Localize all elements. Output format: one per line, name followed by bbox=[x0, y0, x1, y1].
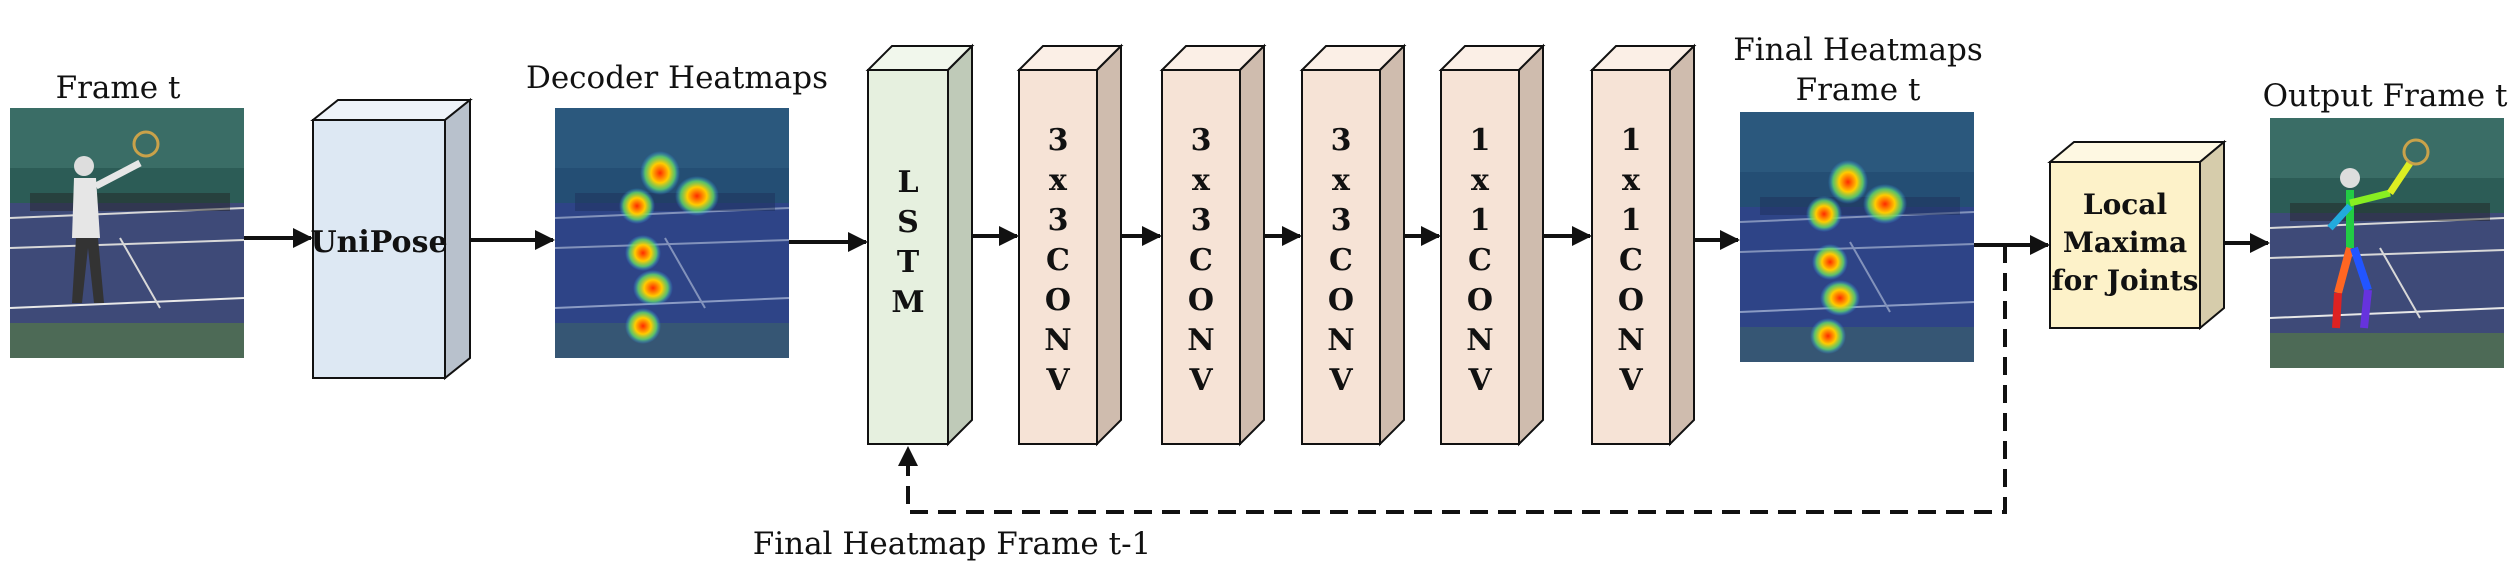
decoder-heatmaps-image bbox=[554, 107, 790, 359]
conv-char: 3 bbox=[1191, 203, 1212, 238]
conv-char: V bbox=[1188, 363, 1213, 398]
conv-char: 3 bbox=[1331, 203, 1352, 238]
conv-block-3: 3 x 3 C O N V bbox=[1299, 43, 1407, 447]
lstm-letter: L bbox=[897, 165, 918, 200]
local-maxima-label-line: Maxima bbox=[2063, 226, 2187, 259]
local-maxima-block: Local Maxima for Joints bbox=[2047, 139, 2227, 331]
unipose-label: UniPose bbox=[310, 225, 447, 260]
skeleton-overlay bbox=[2327, 138, 2430, 329]
final-heatmaps-image bbox=[1739, 111, 1975, 363]
output-frame-image bbox=[2269, 117, 2505, 369]
heatmap-blobs bbox=[619, 151, 719, 344]
conv-char: O bbox=[1188, 283, 1214, 318]
conv-char: V bbox=[1045, 363, 1070, 398]
conv-char: N bbox=[1187, 323, 1214, 358]
feedback-loop bbox=[898, 245, 2007, 514]
conv-block-4: 1 x 1 C O N V bbox=[1438, 43, 1546, 447]
lstm-letter: S bbox=[897, 205, 919, 240]
conv-char: x bbox=[1622, 163, 1641, 198]
conv-char: C bbox=[1329, 243, 1353, 278]
local-maxima-label-line: for Joints bbox=[2052, 264, 2199, 297]
conv-char: C bbox=[1189, 243, 1213, 278]
lstm-letter: M bbox=[891, 285, 924, 320]
conv-block-5: 1 x 1 C O N V bbox=[1589, 43, 1697, 447]
player-figure bbox=[72, 130, 160, 303]
conv-char: C bbox=[1046, 243, 1070, 278]
lstm-block: L S T M bbox=[865, 43, 975, 447]
conv-char: O bbox=[1045, 283, 1071, 318]
conv-char: x bbox=[1332, 163, 1351, 198]
conv-char: N bbox=[1617, 323, 1644, 358]
frame-t-image bbox=[9, 107, 245, 359]
decoder-heatmaps-label: Decoder Heatmaps bbox=[526, 60, 828, 96]
lstm-letter: T bbox=[897, 245, 920, 280]
local-maxima-label-line: Local bbox=[2083, 188, 2167, 221]
conv-block-1: 3 x 3 C O N V bbox=[1016, 43, 1124, 447]
conv-char: 1 bbox=[1470, 203, 1491, 238]
conv-char: O bbox=[1467, 283, 1493, 318]
conv-char: 3 bbox=[1048, 123, 1069, 158]
conv-char: C bbox=[1619, 243, 1643, 278]
conv-char: 1 bbox=[1470, 123, 1491, 158]
unipose-block: UniPose bbox=[310, 97, 473, 381]
conv-char: x bbox=[1192, 163, 1211, 198]
conv-char: 3 bbox=[1191, 123, 1212, 158]
conv-block-2: 3 x 3 C O N V bbox=[1159, 43, 1267, 447]
conv-char: C bbox=[1468, 243, 1492, 278]
final-heatmaps-label-line2: Frame t bbox=[1796, 72, 1921, 108]
feedback-label: Final Heatmap Frame t-1 bbox=[753, 526, 1152, 562]
conv-char: V bbox=[1328, 363, 1353, 398]
final-heatmaps-label-line1: Final Heatmaps bbox=[1733, 32, 1983, 68]
conv-char: 3 bbox=[1048, 203, 1069, 238]
conv-char: 1 bbox=[1621, 203, 1642, 238]
flow-arrows bbox=[244, 226, 2270, 255]
frame-t-label: Frame t bbox=[56, 70, 181, 106]
conv-char: N bbox=[1466, 323, 1493, 358]
output-frame-label: Output Frame t bbox=[2263, 78, 2508, 114]
conv-char: V bbox=[1467, 363, 1492, 398]
conv-char: O bbox=[1328, 283, 1354, 318]
conv-char: N bbox=[1327, 323, 1354, 358]
conv-char: 3 bbox=[1331, 123, 1352, 158]
conv-char: V bbox=[1618, 363, 1643, 398]
heatmap-blobs bbox=[1806, 160, 1907, 354]
conv-char: O bbox=[1618, 283, 1644, 318]
conv-char: N bbox=[1044, 323, 1071, 358]
feedback-dashed-arrow bbox=[898, 245, 2007, 514]
conv-char: 1 bbox=[1621, 123, 1642, 158]
conv-char: x bbox=[1471, 163, 1490, 198]
conv-char: x bbox=[1049, 163, 1068, 198]
